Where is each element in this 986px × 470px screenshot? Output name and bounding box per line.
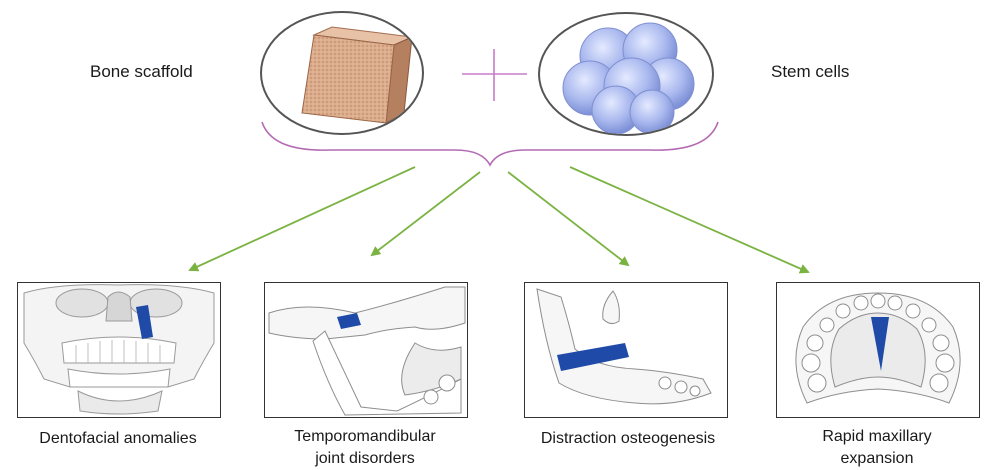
stem-cells-label: Stem cells — [771, 62, 849, 82]
caption-tmj-line2: joint disorders — [255, 448, 475, 470]
caption-dentofacial: Dentofacial anomalies — [8, 428, 228, 450]
bone-scaffold-label: Bone scaffold — [90, 62, 193, 82]
caption-tmj-line1: Temporomandibular — [255, 426, 475, 448]
caption-distraction: Distraction osteogenesis — [518, 428, 738, 450]
panel-distraction — [524, 282, 728, 418]
stem-cells-image — [538, 12, 714, 136]
arrow-dentofacial — [190, 167, 415, 270]
caption-dentofacial-line1: Dentofacial anomalies — [8, 428, 228, 450]
caption-maxillary: Rapid maxillary expansion — [767, 426, 986, 470]
bone-scaffold-image — [260, 11, 424, 135]
caption-maxillary-line2: expansion — [767, 448, 986, 470]
cell-cluster-icon — [563, 23, 694, 134]
panel-dentofacial — [17, 282, 221, 418]
plus-icon — [462, 49, 527, 101]
panel-maxillary — [776, 282, 980, 418]
scaffold-block-icon — [302, 27, 412, 123]
panel-tmj — [264, 282, 468, 418]
arrow-distraction — [508, 172, 628, 265]
skull-front-icon — [24, 285, 214, 414]
caption-maxillary-line1: Rapid maxillary — [767, 426, 986, 448]
arrow-tmj — [372, 172, 480, 255]
arrow-maxillary — [570, 167, 808, 272]
caption-distraction-line1: Distraction osteogenesis — [518, 428, 738, 450]
jaw-side-icon — [269, 287, 465, 415]
caption-tmj: Temporomandibular joint disorders — [255, 426, 475, 470]
